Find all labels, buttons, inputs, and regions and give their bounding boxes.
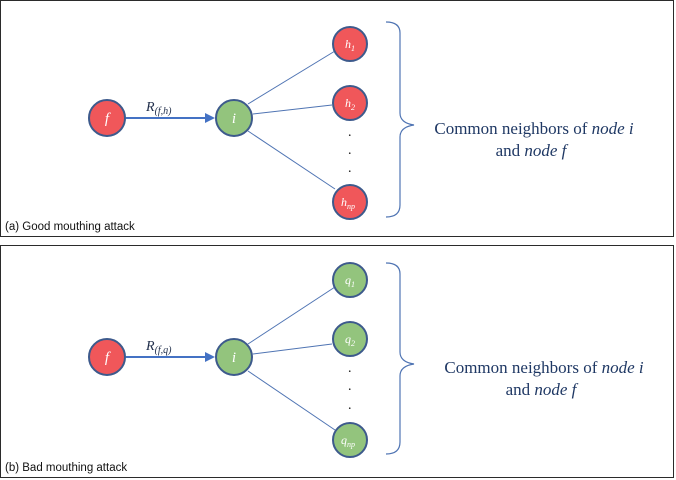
node-i [215,99,253,137]
neighbor-node-2-label: q2 [345,332,355,348]
neighbor-node-np-label: hnp [341,195,355,211]
neighbor-node-np-label: qnp [341,433,355,449]
ellipsis-dot-3: . [348,161,352,176]
ellipsis-dot-1: . [348,361,352,376]
ellipsis-dot-2: . [348,379,352,394]
node-i [215,338,253,376]
brace [385,262,415,455]
node-f [88,99,126,137]
ellipsis-dot-3: . [348,398,352,413]
panel-caption: (b) Bad mouthing attack [5,462,128,474]
neighbor-node-np [332,422,368,458]
panel-bad-mouthing: R(f,q) f i q1 q2 qnp . . . Common neighb… [0,245,674,478]
ellipsis-dot-1: . [348,125,352,140]
neighbor-node-1 [332,26,368,62]
edge-i-neighbor-np [247,130,336,190]
neighbor-node-2 [332,321,368,357]
neighbor-node-np [332,184,368,220]
node-i-label: i [232,350,236,366]
diagram-good-mouthing: R(f,h) f i h1 h2 hnp . . . Common neighb… [88,21,634,220]
node-f-label: f [105,350,111,366]
ellipsis-dot-2: . [348,143,352,158]
description-line-2: and node f [506,380,579,399]
edge-i-neighbor-1 [247,50,336,105]
node-f-label: f [105,111,111,127]
edge-i-neighbor-2 [252,104,333,115]
edge-i-neighbor-1 [247,286,336,345]
edge-i-neighbor-2 [252,343,333,355]
relation-label: R(f,h) [145,100,172,117]
diagram-bad-mouthing: R(f,q) f i q1 q2 qnp . . . Common neighb… [88,262,644,458]
relation-label: R(f,q) [145,339,172,356]
node-i-label: i [232,111,236,127]
neighbor-node-1 [332,262,368,298]
neighbor-node-1-label: q1 [345,273,355,289]
edge-i-neighbor-np [247,370,336,431]
panel-caption: (a) Good mouthing attack [5,221,135,233]
description-line-1: Common neighbors of node i [444,358,644,377]
brace [385,21,415,218]
description-line-2: and node f [496,141,569,160]
neighbor-node-1-label: h1 [345,37,355,53]
neighbor-node-2 [332,85,368,121]
description-line-1: Common neighbors of node i [434,119,634,138]
node-f [88,338,126,376]
panel-good-mouthing: R(f,h) f i h1 h2 hnp . . . Common neighb… [0,0,674,237]
neighbor-node-2-label: h2 [345,96,355,112]
